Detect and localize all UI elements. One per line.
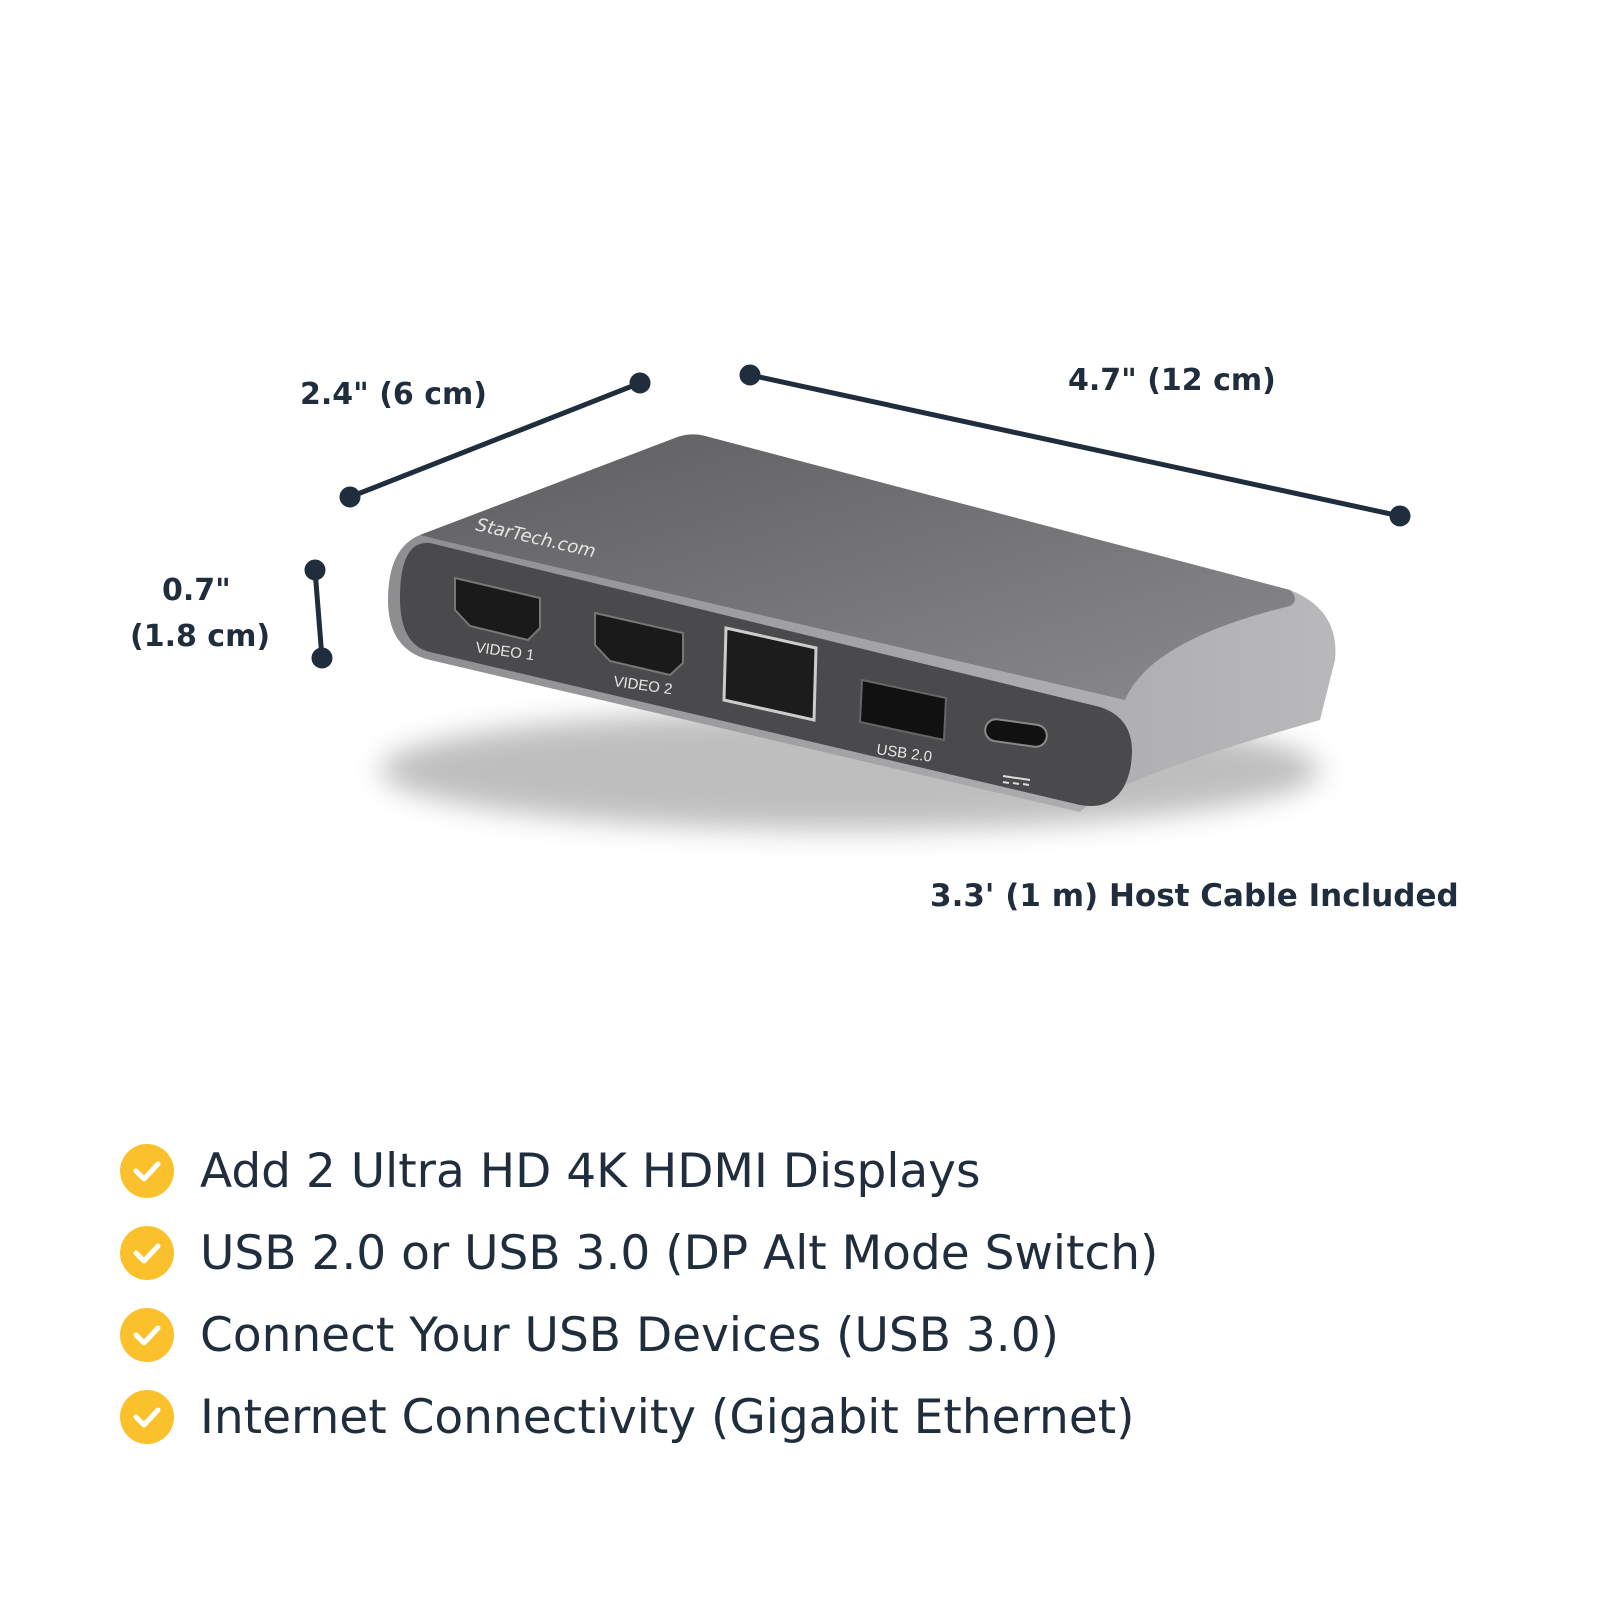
feature-item: Connect Your USB Devices (USB 3.0) <box>120 1294 1158 1376</box>
feature-item: Add 2 Ultra HD 4K HDMI Displays <box>120 1130 1158 1212</box>
hdmi-port-1 <box>454 576 541 642</box>
feature-text: USB 2.0 or USB 3.0 (DP Alt Mode Switch) <box>200 1225 1159 1281</box>
dimension-width <box>739 364 1411 527</box>
ethernet-port <box>722 626 818 722</box>
feature-text: Add 2 Ultra HD 4K HDMI Displays <box>200 1143 981 1199</box>
height-label-in: 0.7" <box>162 573 231 608</box>
height-label-cm: (1.8 cm) <box>130 619 270 654</box>
usb-c-port <box>984 718 1048 748</box>
width-label: 4.7" (12 cm) <box>1068 363 1276 398</box>
checkmark-icon <box>120 1144 174 1198</box>
usb-a-port <box>858 678 948 742</box>
checkmark-icon <box>120 1390 174 1444</box>
feature-list: Add 2 Ultra HD 4K HDMI Displays USB 2.0 … <box>120 1130 1158 1458</box>
feature-text: Internet Connectivity (Gigabit Ethernet) <box>200 1389 1135 1445</box>
power-symbol-icon <box>1002 775 1031 786</box>
dimension-height <box>304 559 333 669</box>
usb-c-dock-device: StarTech.com VIDEO 1 VIDEO 2 USB 2.0 <box>380 434 1336 830</box>
hdmi-port-2 <box>594 611 684 677</box>
feature-item: Internet Connectivity (Gigabit Ethernet) <box>120 1376 1158 1458</box>
cable-note: 3.3' (1 m) Host Cable Included <box>930 878 1459 914</box>
checkmark-icon <box>120 1226 174 1280</box>
feature-text: Connect Your USB Devices (USB 3.0) <box>200 1307 1059 1363</box>
dimension-depth <box>339 372 651 508</box>
feature-item: USB 2.0 or USB 3.0 (DP Alt Mode Switch) <box>120 1212 1158 1294</box>
checkmark-icon <box>120 1308 174 1362</box>
depth-label: 2.4" (6 cm) <box>300 377 487 412</box>
